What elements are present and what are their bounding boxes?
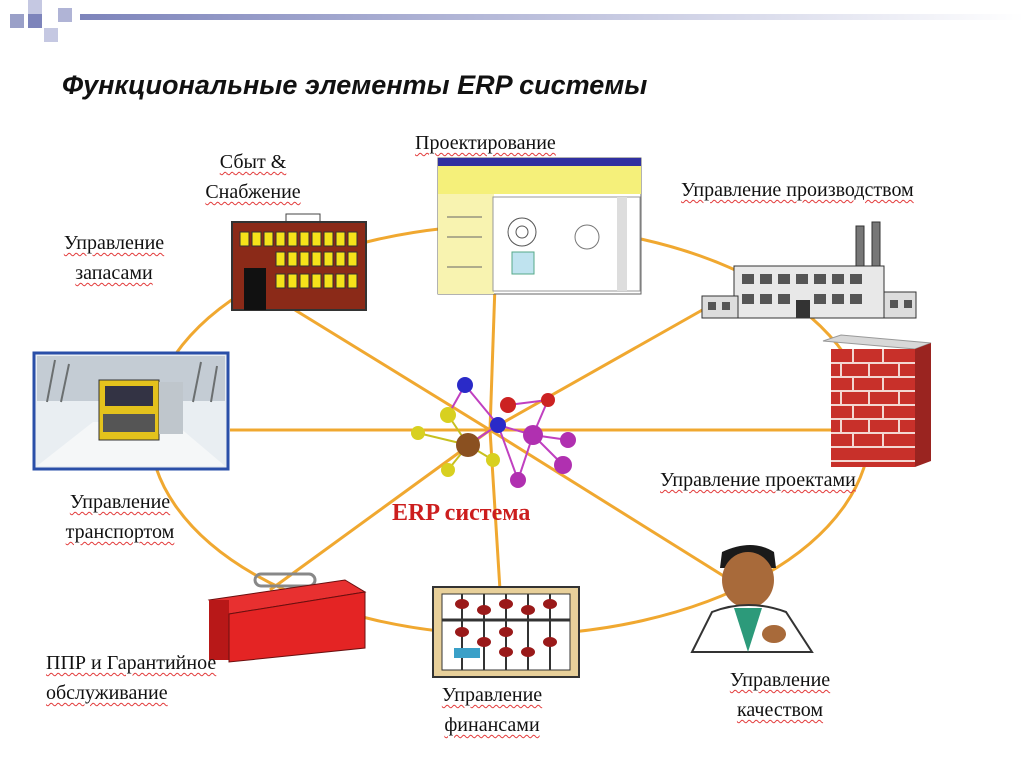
spoke-toolbox xyxy=(269,428,491,592)
abacus-icon xyxy=(432,586,580,678)
spoke-production xyxy=(489,298,721,432)
cad-screen-icon xyxy=(437,157,642,295)
spoke-design xyxy=(488,284,497,431)
label-projects: Управление проектами xyxy=(660,469,856,491)
toolbox-icon xyxy=(207,572,367,663)
doctor-icon xyxy=(690,545,814,653)
erp-center-label: ERP система xyxy=(392,500,531,526)
factory-icon xyxy=(701,221,917,319)
molecule-icon xyxy=(411,377,576,488)
slide-title: Функциональные элементы ERP системы xyxy=(62,70,648,100)
building-icon xyxy=(231,213,367,311)
label-production: Управление производством xyxy=(681,179,914,201)
spoke-sales xyxy=(294,308,491,432)
spoke-quality xyxy=(489,428,731,582)
label-sales: Сбыт &Снабжение xyxy=(205,151,301,203)
brick-wall-icon xyxy=(822,334,932,467)
header-gradient-bar xyxy=(80,14,1024,20)
label-design: Проектирование xyxy=(415,132,556,154)
truck-photo-icon xyxy=(32,351,230,471)
corner-decoration xyxy=(0,0,80,60)
